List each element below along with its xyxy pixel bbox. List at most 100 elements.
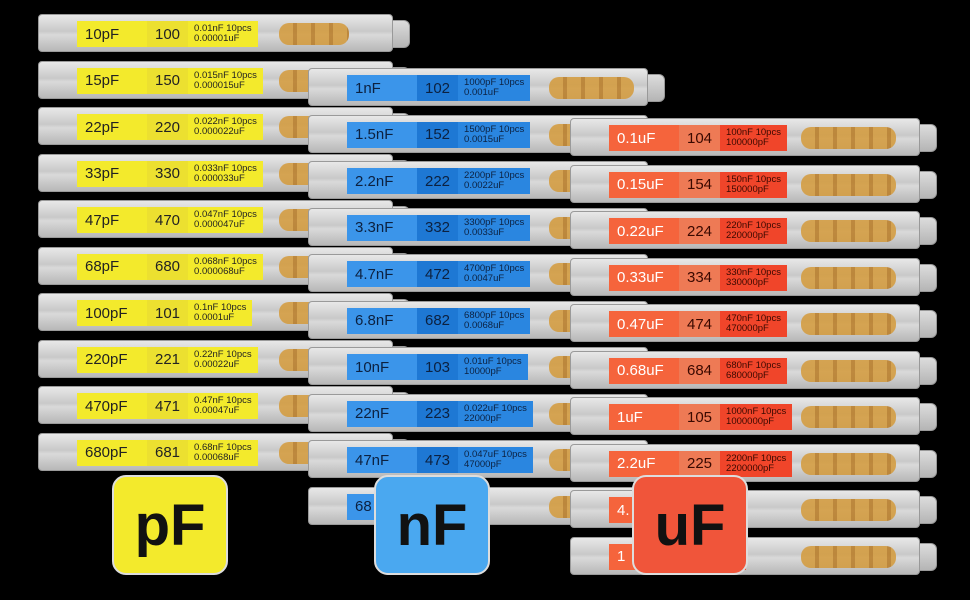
description-line-2: 0.0022uF	[464, 180, 505, 191]
description-line-2: 0.001uF	[464, 87, 499, 98]
capacitor-beads	[801, 220, 896, 242]
pf-badge: pF	[112, 475, 228, 575]
capacitor-code: 103	[417, 354, 459, 380]
description-line-1: 0.22nF 10pcs	[194, 348, 252, 360]
uf-badge: uF	[632, 475, 748, 575]
capacitance-value: 0.15uF	[609, 171, 679, 198]
capacitor-beads	[801, 452, 896, 475]
capacitor-code: 682	[417, 307, 459, 334]
capacitor-code: 474	[679, 311, 721, 337]
capacitance-value: 22nF	[347, 400, 417, 427]
description-line-1: 2200nF 10pcs	[726, 452, 787, 464]
description-line-2: 0.0047uF	[464, 273, 505, 284]
capacitance-value: 22pF	[85, 118, 120, 136]
capacitance-value: 0.68uF	[609, 357, 679, 384]
capacitance-value: 1nF	[347, 75, 417, 101]
capacitor-code: 224	[679, 218, 721, 244]
description-line-2: 1000000pF	[726, 416, 775, 427]
description-line-1: 0.47nF 10pcs	[194, 395, 252, 406]
description-line-1: 4700pF 10pcs	[464, 263, 525, 274]
description-line-1: 330nF 10pcs	[726, 266, 781, 278]
capacitance-value: 0.1uF	[609, 125, 679, 151]
description-line-1: 3300pF 10pcs	[464, 216, 525, 228]
capacitor-code: 684	[679, 357, 721, 384]
description-line-1: 0.01uF 10pcs	[464, 356, 522, 367]
capacitor-beads	[801, 313, 896, 335]
capacitance-value: 6.8nF	[347, 307, 417, 334]
capacitor-code: 222	[417, 168, 459, 194]
description-line-2: 47000pF	[464, 459, 502, 470]
capacitance-value: 2.2nF	[347, 168, 417, 194]
description-line-1: 0.047nF 10pcs	[194, 209, 257, 220]
description-line-1: 0.015nF 10pcs	[194, 69, 257, 81]
capacitance-value: 15pF	[85, 72, 120, 89]
capacitor-code: 471	[147, 393, 189, 419]
capacitor-beads	[801, 359, 896, 382]
description-line-2: 680000pF	[726, 369, 769, 381]
capacitance-value: 47nF	[347, 447, 417, 473]
description-line-1: 680nF 10pcs	[726, 359, 781, 371]
description-line-2: 330000pF	[726, 276, 769, 288]
capacitor-code: 154	[679, 171, 721, 198]
description-line-2: 0.0015uF	[464, 133, 505, 145]
description-line-2: 0.0068uF	[464, 319, 505, 331]
capacitor-beads	[801, 406, 896, 428]
description-line-1: 0.1nF 10pcs	[194, 302, 247, 313]
capacitance-value: 470pF	[85, 397, 128, 415]
capacitor-code: 220	[147, 114, 189, 140]
description-line-1: 6800pF 10pcs	[464, 309, 525, 321]
capacitor-code: 102	[417, 75, 459, 101]
description-line-1: 2200pF 10pcs	[464, 170, 525, 181]
description-line-2: 22000pF	[464, 412, 502, 424]
capacitor-code: 152	[417, 121, 459, 148]
capacitor-code: 150	[147, 67, 189, 94]
description-line-2: 0.00022uF	[194, 358, 240, 370]
nf-badge: nF	[374, 475, 490, 575]
capacitor-code: 100	[147, 21, 189, 47]
capacitor-code: 221	[147, 346, 189, 373]
capacitor-code: 470	[147, 207, 189, 233]
capacitor-code: 104	[679, 125, 721, 151]
capacitor-beads	[801, 173, 896, 196]
description-line-2: 0.000047uF	[194, 219, 245, 230]
capacitance-value: 10pF	[85, 25, 120, 43]
description-line-1: 0.068nF 10pcs	[194, 255, 257, 267]
capacitor-code: 101	[147, 300, 189, 326]
description-line-2: 220000pF	[726, 230, 769, 241]
capacitor-code: 332	[417, 214, 459, 241]
